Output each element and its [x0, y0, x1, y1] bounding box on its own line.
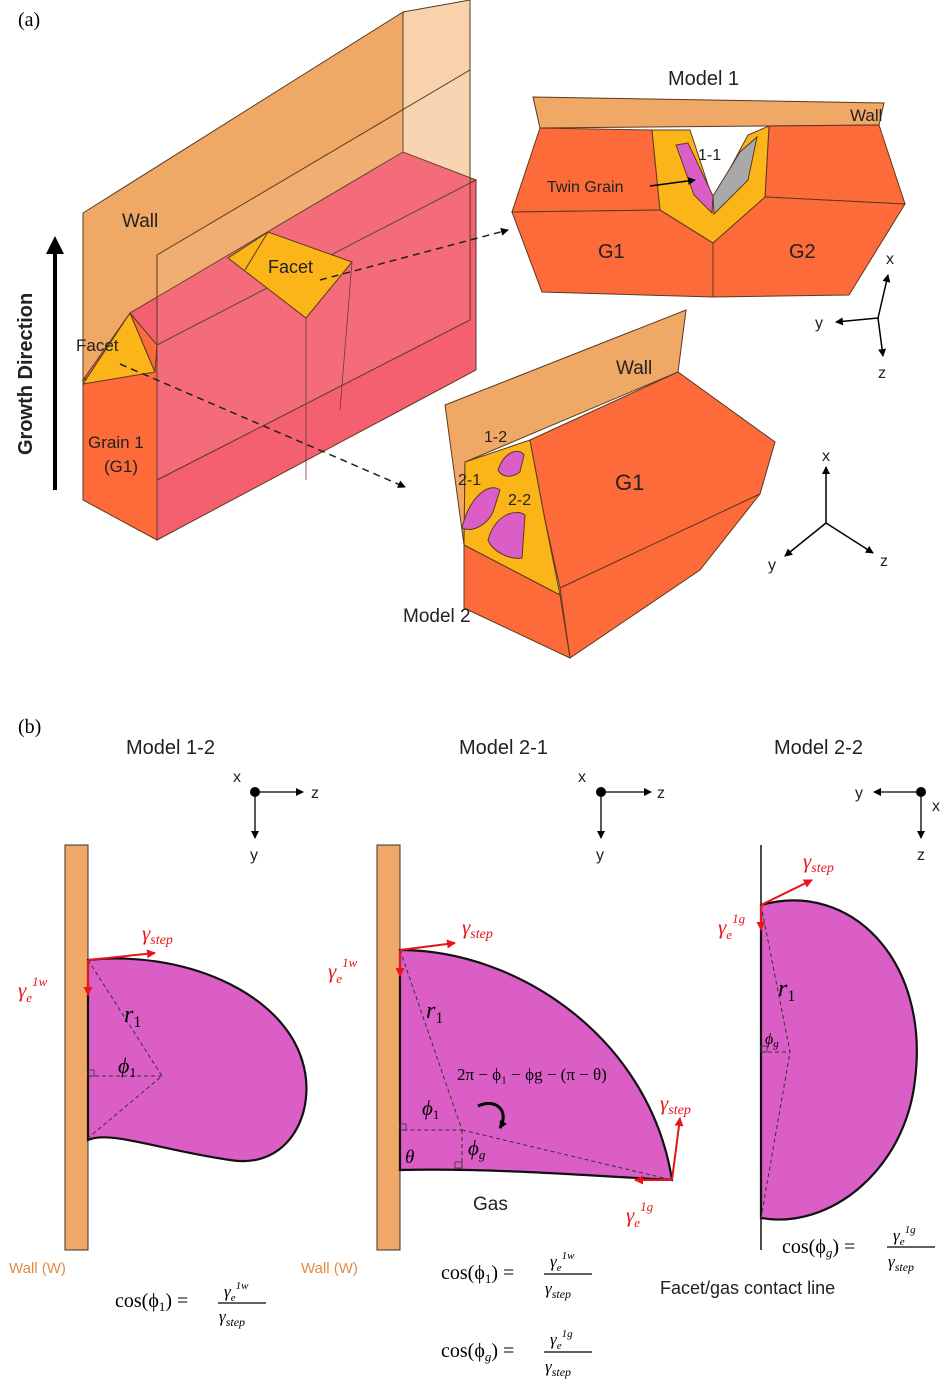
model2-diagram: Wall 1-2 2-1 2-2 G1 Model 2 x y z: [403, 309, 888, 659]
grain1-label-line1: Grain 1: [88, 433, 144, 452]
m21-phi1: ϕ1: [422, 1096, 439, 1122]
model1-axis-z: z: [878, 365, 886, 382]
m12-wall: [64, 844, 89, 1251]
model1-axis-x: x: [886, 251, 894, 268]
model1-g1-label: G1: [598, 241, 625, 263]
m12-equation-den: γstep: [219, 1307, 245, 1329]
m21-equation2-den: γstep: [545, 1357, 571, 1379]
m21-axis-x: x: [578, 769, 586, 786]
model2-label-2-1: 2-1: [458, 472, 481, 489]
model1-axis-y: y: [815, 315, 823, 332]
m22-gamma-e-1g: γe1g: [718, 911, 746, 942]
m21-angle-expression: 2π − ϕ₁ − ϕg − (π − θ): [457, 1065, 607, 1084]
panel-b-label: (b): [18, 716, 41, 738]
facet-top-label: Facet: [268, 257, 313, 277]
m22-nucleus-shape: [759, 899, 918, 1221]
m21-phig: ϕg: [468, 1136, 486, 1162]
model2-label-2-2: 2-2: [508, 492, 531, 509]
m12-equation-lhs: cos(ϕ1) =: [115, 1290, 188, 1314]
model2-label-1-2: 1-2: [484, 429, 507, 446]
m21-title: Model 2-1: [459, 737, 548, 759]
model2-axis-x: x: [822, 448, 830, 465]
m22-equation-den: γstep: [888, 1252, 914, 1274]
leader-to-model2: [119, 363, 406, 488]
m21-nucleus-shape: [398, 948, 674, 1182]
m21-equation1-num: γe1w: [550, 1250, 575, 1274]
model1-nucleus-label: 1-1: [698, 147, 721, 164]
m21-r1: r1: [426, 998, 443, 1027]
model1-title: Model 1: [668, 68, 739, 90]
m21-gas-label: Gas: [473, 1194, 508, 1215]
facet-left-label: Facet: [76, 336, 119, 355]
m22-contact-line-label: Facet/gas contact line: [660, 1278, 835, 1298]
model1-gray-grain: [712, 135, 758, 216]
model1-wall-label: Wall: [850, 106, 882, 125]
m21-gamma-e-1w: γe1w: [328, 955, 358, 986]
model1-wall: [532, 96, 885, 129]
model-2-2-diagram: Model 2-2 y x z γstep γe1g r1 ϕg cos(ϕg)…: [660, 737, 940, 1298]
m21-gamma-step-right: γstep: [660, 1091, 691, 1118]
m21-theta: θ: [405, 1147, 414, 1168]
m22-title: Model 2-2: [774, 737, 863, 759]
main-grain-block: [81, 0, 478, 541]
m22-r1: r1: [778, 976, 795, 1005]
m21-axis-z: z: [657, 785, 665, 802]
model2-wall-label: Wall: [616, 358, 652, 379]
m21-gamma-e-1g: γe1g: [626, 1199, 654, 1230]
m21-equation2-num: γe1g: [550, 1328, 573, 1352]
model1-twin-grain-label: Twin Grain: [547, 179, 623, 196]
leader-to-model1: [319, 227, 509, 281]
m22-gamma-step: γstep: [803, 849, 834, 876]
m22-equation-num: γe1g: [893, 1224, 916, 1248]
model2-title: Model 2: [403, 606, 471, 627]
m12-gamma-e-1w: γe1w: [18, 974, 48, 1005]
m12-axis-z: z: [311, 785, 319, 802]
m21-gamma-step-top: γstep: [462, 915, 493, 942]
m21-equation1-lhs: cos(ϕ1) =: [441, 1262, 514, 1286]
growth-direction-label: Growth Direction: [15, 293, 37, 455]
model2-axis-y: y: [768, 557, 776, 574]
model2-g1-label: G1: [615, 470, 644, 495]
model2-wall: [444, 309, 687, 546]
model-2-1-diagram: Model 2-1 x z y γstep γe1w γstep γe1g r1…: [301, 737, 691, 1379]
m22-axis-y: y: [855, 785, 863, 802]
m12-title: Model 1-2: [126, 737, 215, 759]
growth-direction-arrow: [46, 236, 64, 490]
model1-diagram: Model 1 Wall 1-1 Twin Grain G1 G2 x y z: [511, 68, 906, 382]
model2-axis-z: z: [880, 553, 888, 570]
model2-nucleus-1-2: [497, 450, 525, 477]
m12-wall-label: Wall (W): [9, 1260, 66, 1277]
m12-r1: r1: [124, 1002, 141, 1031]
m21-equation2-lhs: cos(ϕg) =: [441, 1340, 514, 1364]
m21-axis-y: y: [596, 847, 604, 864]
model2-nucleus-2-2: [487, 511, 526, 559]
model2-nucleus-2-1: [461, 487, 501, 530]
m22-axis-z: z: [917, 847, 925, 864]
m12-nucleus-shape: [86, 957, 308, 1163]
m22-phig: ϕg: [765, 1031, 779, 1050]
panel-a-label: (a): [18, 9, 40, 31]
m21-wall-label: Wall (W): [301, 1260, 358, 1277]
grain1-label-line2: (G1): [104, 457, 138, 476]
model-1-2-diagram: Model 1-2 x z y γstep γe1w r1 ϕ1 Wall (W…: [9, 737, 319, 1329]
m12-phi1: ϕ1: [118, 1053, 136, 1081]
m22-equation-lhs: cos(ϕg) =: [782, 1236, 855, 1260]
m12-gamma-step: γstep: [142, 921, 173, 948]
model1-g2-label: G2: [789, 241, 816, 263]
m12-equation-num: γe1w: [224, 1280, 249, 1304]
m21-equation1-den: γstep: [545, 1279, 571, 1301]
m12-axis-x: x: [233, 769, 241, 786]
left-facet-side: [129, 312, 158, 373]
m22-axis-x: x: [932, 798, 940, 815]
wall-label-main: Wall: [122, 211, 158, 232]
m12-axis-y: y: [250, 847, 258, 864]
m21-wall: [376, 844, 401, 1251]
